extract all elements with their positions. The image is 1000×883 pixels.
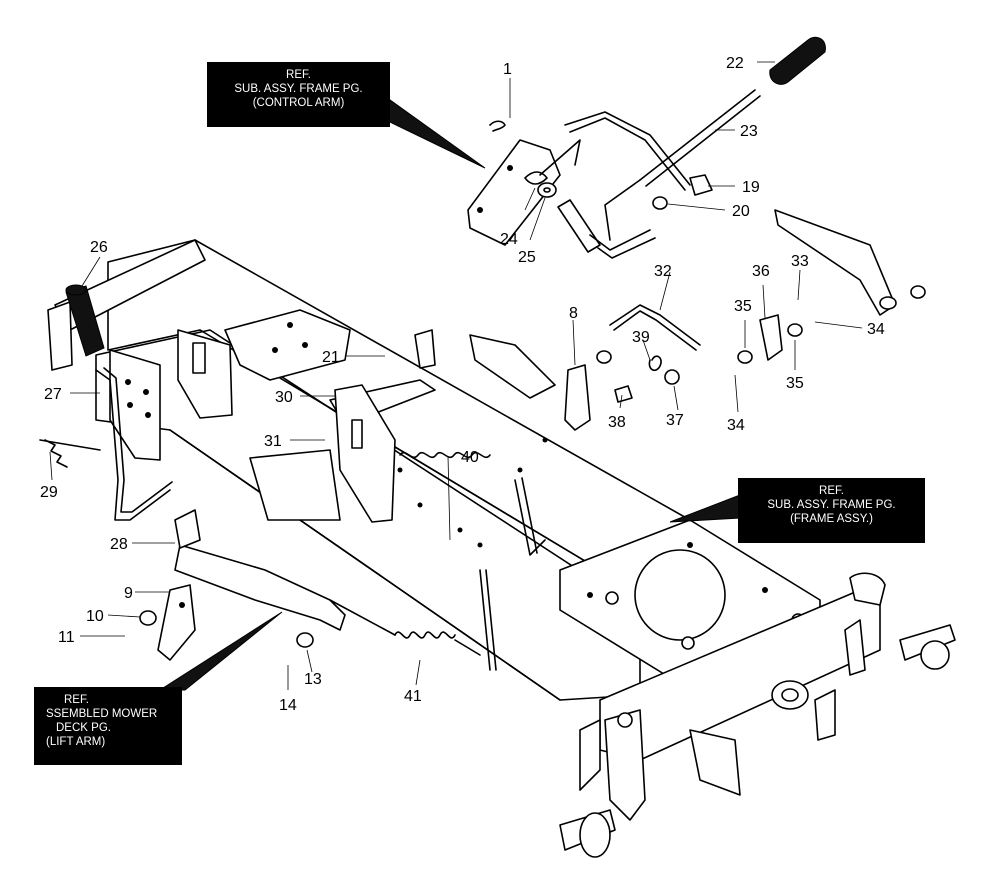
callout-14: 14 <box>279 697 297 714</box>
callout-22: 22 <box>726 55 744 72</box>
callout-37: 37 <box>666 412 684 429</box>
callout-32: 32 <box>654 263 672 280</box>
callout-29: 29 <box>40 484 58 501</box>
ref-line: (LIFT ARM) <box>46 736 106 748</box>
leader-lines <box>49 61 863 690</box>
ref-line: REF. <box>286 69 311 81</box>
callout-39: 39 <box>632 329 650 346</box>
control-arm-assembly <box>467 36 826 259</box>
callout-labels: 1 8 9 10 11 13 14 19 20 21 22 23 24 25 2… <box>40 55 885 714</box>
callout-8: 8 <box>569 305 578 322</box>
callout-10: 10 <box>86 608 104 625</box>
callout-38: 38 <box>608 414 626 431</box>
right-lever-group <box>414 209 926 431</box>
callout-26: 26 <box>90 239 108 256</box>
ref-line: SUB. ASSY. FRAME PG. <box>234 83 363 95</box>
springs <box>329 451 546 671</box>
callout-25: 25 <box>518 249 536 266</box>
callout-27: 27 <box>44 386 62 403</box>
ref-line: SSEMBLED MOWER <box>46 708 158 720</box>
frame-assy-ref-pointer <box>669 494 741 523</box>
callout-28: 28 <box>110 536 128 553</box>
callout-30: 30 <box>275 389 293 406</box>
callout-31: 31 <box>264 433 282 450</box>
ref-line: REF. <box>64 694 89 706</box>
ref-line: SUB. ASSY. FRAME PG. <box>767 499 896 511</box>
ref-box-control-arm: REF. SUB. ASSY. FRAME PG. (CONTROL ARM) <box>207 62 390 127</box>
callout-33: 33 <box>791 253 809 270</box>
ref-line: DECK PG. <box>56 722 111 734</box>
callout-19: 19 <box>742 179 760 196</box>
ref-line: (FRAME ASSY.) <box>790 513 873 525</box>
callout-34a: 34 <box>867 321 885 338</box>
callout-1: 1 <box>503 61 512 78</box>
ref-box-frame-assy: REF. SUB. ASSY. FRAME PG. (FRAME ASSY.) <box>738 478 925 543</box>
lift-handle-assembly <box>39 284 346 661</box>
ref-line: REF. <box>819 485 844 497</box>
callout-41: 41 <box>404 688 422 705</box>
callout-13: 13 <box>304 671 322 688</box>
main-frame <box>47 239 691 701</box>
ref-box-lift-arm: REF. SSEMBLED MOWER DECK PG. (LIFT ARM) <box>34 687 182 765</box>
callout-9: 9 <box>124 585 133 602</box>
callout-35b: 35 <box>786 375 804 392</box>
callout-23: 23 <box>740 123 758 140</box>
callout-35a: 35 <box>734 298 752 315</box>
callout-11: 11 <box>58 629 75 646</box>
callout-36: 36 <box>752 263 770 280</box>
callout-21: 21 <box>322 349 340 366</box>
callout-40: 40 <box>461 449 479 466</box>
callout-24: 24 <box>500 231 518 248</box>
callout-34b: 34 <box>727 417 745 434</box>
ref-line: (CONTROL ARM) <box>252 97 345 109</box>
callout-20: 20 <box>732 203 750 220</box>
front-axle <box>559 572 956 858</box>
